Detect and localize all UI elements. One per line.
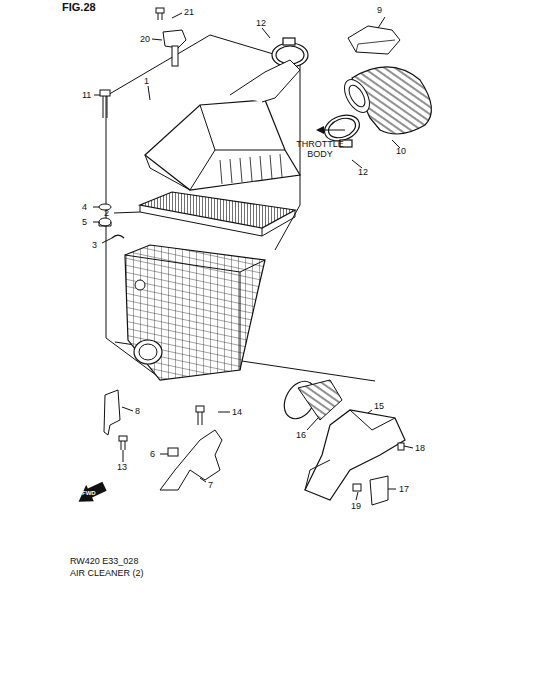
callout-number: 12 (256, 18, 266, 28)
callout-number: 8 (135, 406, 140, 416)
callout-number: 9 (377, 5, 382, 15)
callout-number: 13 (117, 462, 127, 472)
callout-number: 19 (351, 501, 361, 511)
figure-title: FIG.28 (62, 1, 96, 13)
callout-number: 12 (358, 167, 368, 177)
callout-number: 7 (208, 480, 213, 490)
direction-note: THROTTLE BODY (294, 139, 346, 159)
callout-number: 2 (104, 208, 109, 218)
callout-number: 4 (82, 202, 87, 212)
callout-number: 15 (374, 401, 384, 411)
callout-number: 3 (92, 240, 97, 250)
callout-number: 1 (144, 76, 149, 86)
forward-arrow-text: FWD (82, 490, 96, 497)
callout-number: 14 (232, 407, 242, 417)
callout-number: 18 (415, 443, 425, 453)
callout-number: 10 (396, 146, 406, 156)
callout-number: 5 (82, 217, 87, 227)
figure-caption: AIR CLEANER (2) (70, 568, 144, 578)
callout-number: 16 (296, 430, 306, 440)
callout-number: 20 (140, 34, 150, 44)
callout-number: 17 (399, 484, 409, 494)
callout-number: 11 (82, 90, 91, 100)
figure-caption: RW420 E33_028 (70, 556, 138, 566)
callout-number: 6 (150, 449, 155, 459)
callout-number: 21 (184, 7, 194, 17)
